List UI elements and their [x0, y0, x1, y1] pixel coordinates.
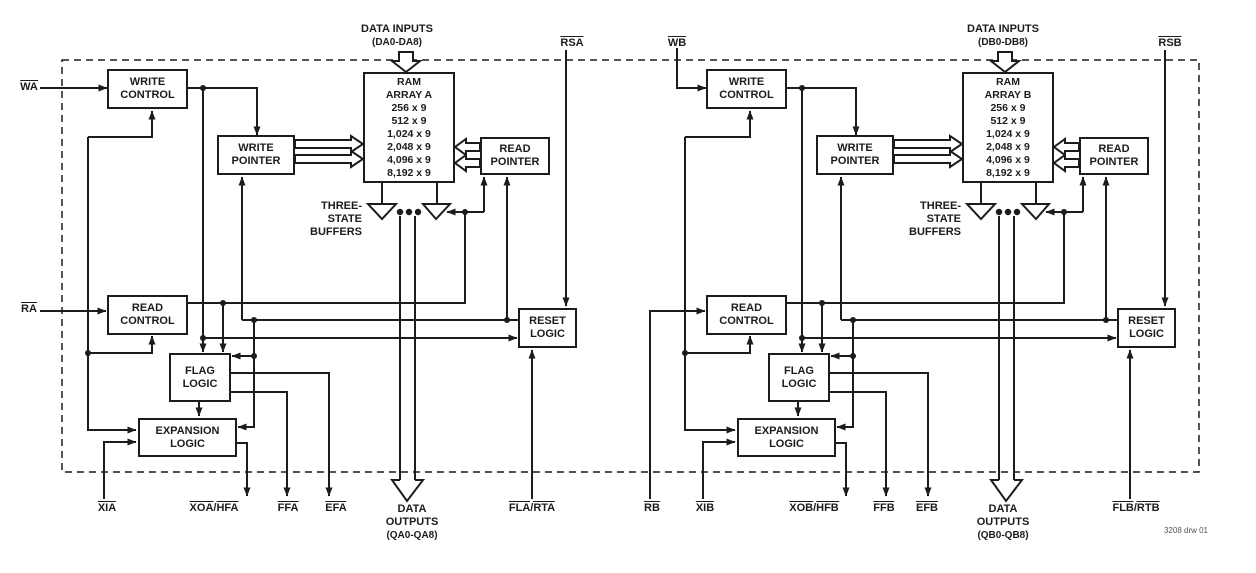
rsb-pin-label: RSB — [1158, 36, 1182, 49]
junction-dots-a — [85, 85, 510, 359]
three-state-buffer-triangles-b — [964, 203, 1052, 221]
three-state-buffers-a-label: THREE- STATE BUFFERS — [310, 200, 362, 238]
flag-logic-a-box: FLAG LOGIC — [169, 353, 231, 402]
write-pointer-b-box: WRITE POINTER — [816, 135, 894, 175]
efa-pin-label: EFA — [325, 501, 347, 514]
expansion-logic-a-box: EXPANSION LOGIC — [138, 418, 237, 457]
rsa-pin-label: RSA — [560, 36, 584, 49]
chip-boundary-dashed — [61, 59, 1200, 473]
read-pointer-b-box: READ POINTER — [1079, 137, 1149, 175]
data-input-arrow-a — [389, 51, 423, 74]
half-b-wiring — [649, 48, 1169, 503]
expansion-logic-b-box: EXPANSION LOGIC — [737, 418, 836, 457]
three-state-buffer-triangles-a — [365, 203, 453, 221]
reset-logic-b-box: RESET LOGIC — [1117, 308, 1176, 348]
xia-pin-label: XIA — [97, 501, 117, 514]
ffa-pin-label: FFA — [277, 501, 299, 514]
ram-array-b-box: RAM ARRAY B 256 x 9 512 x 9 1,024 x 9 2,… — [962, 72, 1054, 183]
flb-rtb-pin-label: FLB/RTB — [1112, 501, 1160, 514]
read-pointer-bus-b — [1052, 137, 1080, 173]
data-outputs-b-label: DATA OUTPUTS (QB0-QB8) — [976, 503, 1030, 541]
write-pointer-bus-b — [893, 134, 964, 169]
xib-pin-label: XIB — [695, 501, 715, 514]
ffb-pin-label: FFB — [873, 501, 895, 514]
wb-pin-label: WB — [667, 36, 687, 49]
data-inputs-b-label: DATA INPUTS (DB0-DB8) — [967, 23, 1039, 48]
flag-logic-b-box: FLAG LOGIC — [768, 353, 830, 402]
write-pointer-bus-a — [294, 134, 365, 169]
write-pointer-a-box: WRITE POINTER — [217, 135, 295, 175]
read-control-a-box: READ CONTROL — [107, 295, 188, 335]
read-pointer-bus-a — [453, 137, 481, 173]
xoa-hfa-pin-label: XOA/HFA — [189, 501, 239, 514]
read-control-b-box: READ CONTROL — [706, 295, 787, 335]
data-inputs-a-label: DATA INPUTS (DA0-DA8) — [361, 23, 433, 48]
drawing-number: 3208 drw 01 — [1163, 526, 1208, 535]
wa-pin-label: WA — [20, 80, 38, 93]
output-bus-b — [989, 216, 1025, 503]
data-outputs-a-label: DATA OUTPUTS (QA0-QA8) — [385, 503, 439, 541]
fla-rta-pin-label: FLA/RTA — [508, 501, 556, 514]
half-a-wiring — [40, 50, 570, 503]
three-state-buffers-b-label: THREE- STATE BUFFERS — [909, 200, 961, 238]
output-bus-a — [390, 216, 426, 503]
reset-logic-a-box: RESET LOGIC — [518, 308, 577, 348]
junction-dots-b — [682, 85, 1109, 359]
efb-pin-label: EFB — [916, 501, 938, 514]
rb-pin-label: RB — [644, 501, 660, 514]
write-control-b-box: WRITE CONTROL — [706, 69, 787, 109]
xob-hfb-pin-label: XOB/HFB — [789, 501, 839, 514]
write-control-a-box: WRITE CONTROL — [107, 69, 188, 109]
data-input-arrow-b — [988, 51, 1022, 74]
ra-pin-label: RA — [21, 302, 37, 315]
ram-array-a-box: RAM ARRAY A 256 x 9 512 x 9 1,024 x 9 2,… — [363, 72, 455, 183]
read-pointer-a-box: READ POINTER — [480, 137, 550, 175]
